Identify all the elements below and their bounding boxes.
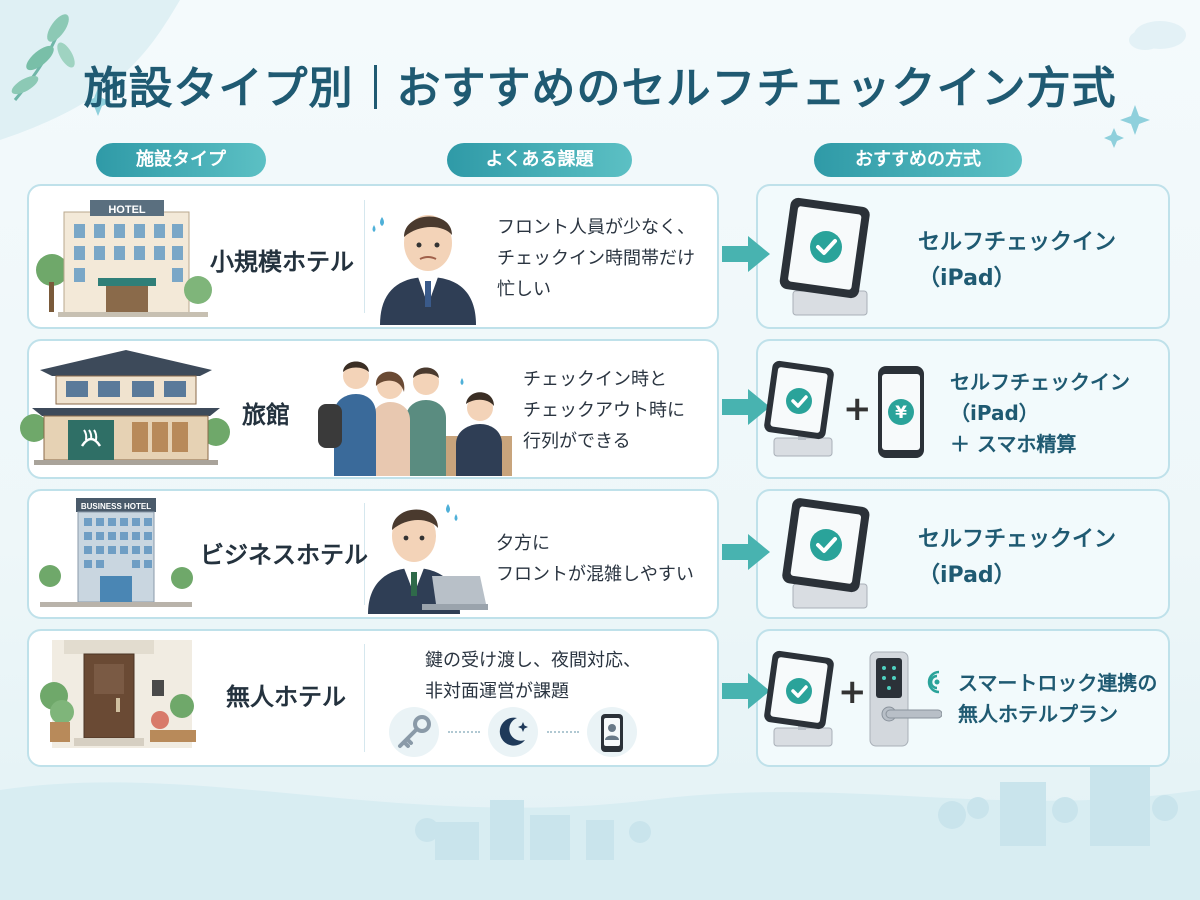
ryokan-building-icon [20, 350, 230, 465]
flow-connector [547, 731, 579, 733]
plus-sign: + [843, 389, 872, 429]
hotel-building-icon: HOTEL [36, 200, 212, 317]
title-right: おすすめのセルフチェックイン方式 [396, 63, 1117, 114]
worried-staff-icon [372, 215, 476, 325]
business-hotel-sign: BUSINESS HOTEL [81, 502, 151, 511]
method-text: セルフチェックイン （iPad） ＋ スマホ精算 [950, 370, 1130, 456]
top-left-wave [0, 0, 180, 140]
hotel-sign: HOTEL [108, 204, 146, 216]
row-divider [364, 644, 365, 752]
flow-connector [448, 731, 480, 733]
yen-symbol: ¥ [895, 403, 907, 423]
tablet-kiosk-icon [782, 498, 870, 609]
smart-lock-icon [869, 651, 942, 747]
arrow-right-icon [722, 534, 770, 570]
row-divider [364, 200, 365, 313]
row-divider [364, 503, 365, 605]
title-left: 施設タイプ別 [83, 63, 354, 114]
facility-type-label: 小規模ホテル [210, 248, 354, 276]
facility-type-label: 旅館 [242, 401, 290, 429]
sparkle-icon [84, 88, 1150, 148]
queue-people-icon [318, 361, 512, 476]
issue-text: 夕方に フロントが混雑しやすい [496, 533, 694, 585]
tablet-kiosk-icon [779, 197, 870, 316]
issue-text: 鍵の受け渡し、夜間対応、 非対面運営が課題 [425, 650, 641, 702]
facility-type-label: ビジネスホテル [200, 541, 368, 569]
method-text: セルフチェックイン （iPad） [918, 527, 1117, 588]
unmanned-entrance-icon [40, 640, 196, 748]
plus-sign: + [838, 672, 867, 712]
city-skyline-icon [415, 758, 1178, 860]
issue-text: チェックイン時と チェックアウト時に 行列ができる [523, 369, 685, 452]
yen-phone-icon: ¥ [878, 366, 924, 458]
tablet-kiosk-icon [764, 360, 834, 457]
arrow-right-icon [722, 236, 770, 272]
method-text: セルフチェックイン （iPad） [918, 230, 1117, 291]
tablet-kiosk-icon [764, 650, 834, 747]
header-facility: 施設タイプ [96, 143, 266, 177]
moon-icon [488, 707, 538, 757]
cloud-icon [1129, 21, 1186, 50]
business-hotel-icon: BUSINESS HOTEL [39, 498, 193, 607]
method-text: スマートロック連携の 無人ホテルプラン [958, 671, 1158, 726]
header-issue: よくある課題 [447, 143, 632, 177]
page-title: 施設タイプ別おすすめのセルフチェックイン方式 [0, 52, 1200, 116]
laptop-staff-icon [368, 504, 488, 614]
arrow-right-icon [722, 389, 770, 425]
header-method: おすすめの方式 [814, 143, 1022, 177]
issue-text: フロント人員が少なく、 チェックイン時間帯だけ 忙しい [497, 217, 695, 300]
arrow-right-icon [722, 673, 770, 709]
wifi-icon [927, 670, 940, 694]
facility-type-label: 無人ホテル [226, 683, 346, 711]
leaf-icon [11, 14, 75, 101]
smartphone-user-icon [587, 707, 637, 757]
key-icon [389, 707, 439, 757]
title-separator [373, 65, 377, 109]
